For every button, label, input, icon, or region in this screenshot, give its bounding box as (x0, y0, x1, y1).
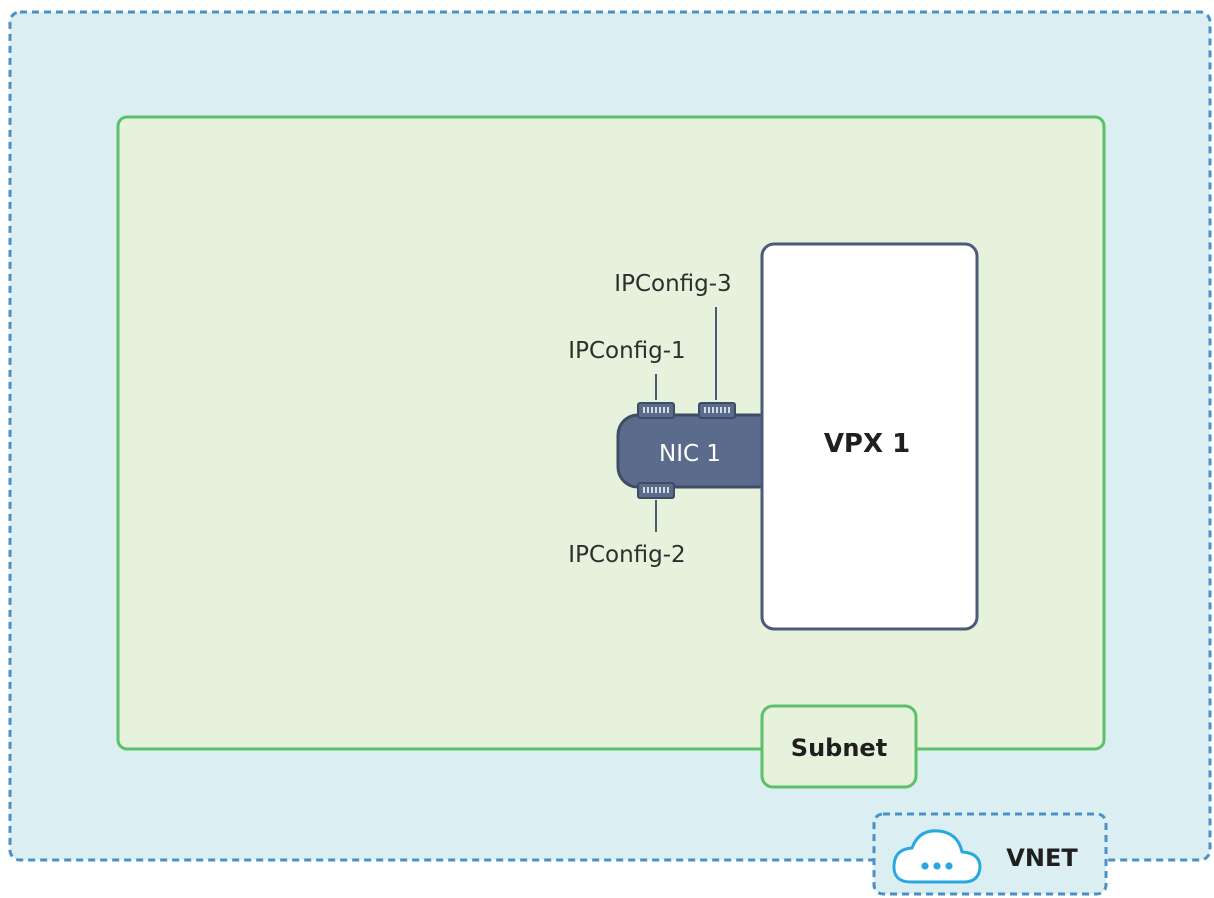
cloud-icon (892, 829, 982, 884)
vnet-label: VNET (1006, 844, 1078, 872)
vnet-label-box: VNET (872, 812, 1108, 896)
ipconfig-1-label: IPConfig-1 (568, 338, 685, 364)
ipconfig-3-label: IPConfig-3 (614, 271, 731, 297)
nic-port-bottom (637, 482, 675, 499)
vpx-1-label: VPX 1 (824, 429, 910, 459)
vpx-1: VPX 1 (760, 242, 979, 631)
ipconfig-2-label: IPConfig-2 (568, 542, 685, 568)
nic-port-top-left (637, 402, 675, 419)
subnet-label: Subnet (791, 734, 887, 762)
nic-port-top-right (698, 402, 736, 419)
nic-1-label: NIC 1 (659, 441, 721, 467)
subnet-label-box: Subnet (760, 704, 918, 789)
nic-1: NIC 1 (616, 402, 780, 499)
